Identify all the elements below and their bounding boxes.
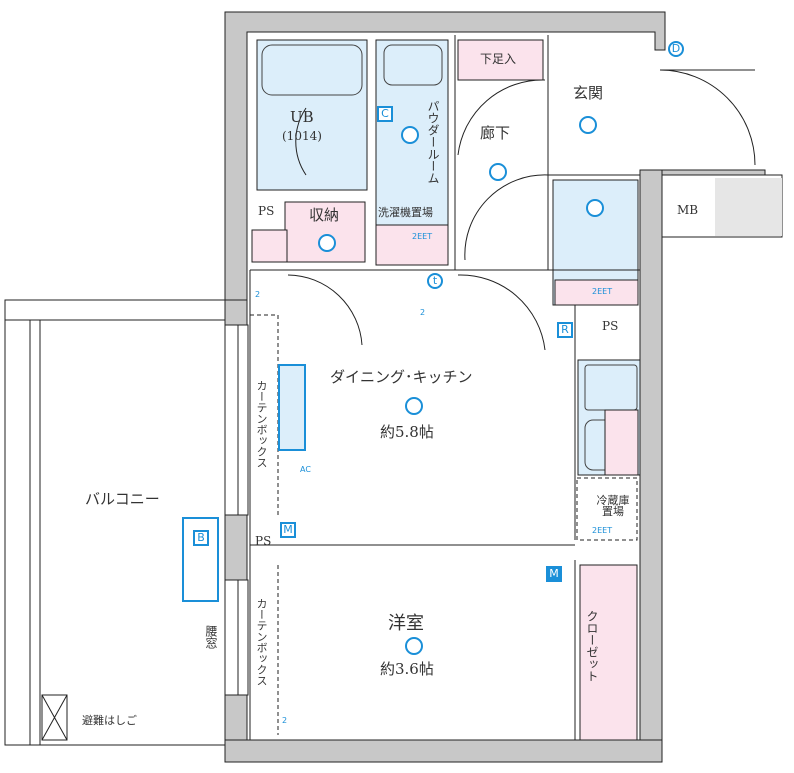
outlet-label: 2EET: [592, 526, 613, 535]
hallway-label: 廊下: [480, 124, 511, 142]
storage-areas: [251, 39, 639, 741]
escape-ladder-label: 避難はしご: [82, 714, 137, 727]
fridge-label: 冷蔵庫置場: [596, 494, 630, 518]
curtain-box-upper-label: カーテンボックス: [255, 380, 268, 468]
balcony-label: バルコニー: [85, 490, 160, 508]
dining-kitchen-size: 約5.8帖: [380, 423, 434, 441]
outlet-label: 2EET: [592, 287, 613, 296]
outlet-count: 2: [420, 308, 426, 317]
c-symbol-icon: C: [377, 106, 393, 122]
powder-room-label: パウダールーム: [426, 100, 440, 184]
waist-window-label: 腰窓: [204, 625, 218, 649]
laundry-label: 洗濯機置場: [378, 206, 433, 219]
balcony-outline: [4, 299, 226, 746]
m-symbol-icon: M: [280, 522, 296, 538]
outlet-count: 2: [282, 716, 288, 725]
closet-label: クローゼット: [585, 610, 599, 682]
western-room-size: 約3.6帖: [380, 660, 434, 678]
b-symbol-icon: B: [193, 530, 209, 546]
shoe-cabinet-label: 下足入: [480, 52, 517, 66]
windows: [237, 324, 249, 696]
ps-right-label: PS: [602, 319, 619, 333]
mb-shade: [715, 178, 782, 236]
storage-label: 収納: [309, 206, 340, 224]
ub-size-label: (1014): [282, 129, 322, 143]
outlet-count: 2: [255, 290, 261, 299]
ps-middle-label: PS: [255, 534, 272, 548]
m-symbol-icon: M: [546, 566, 562, 582]
mb-label: MB: [677, 203, 699, 217]
western-room-label: 洋室: [388, 613, 424, 634]
ps-top-label: PS: [258, 204, 275, 218]
ub-label: UB: [290, 108, 314, 126]
d-symbol-icon: D: [668, 41, 684, 57]
aircon-label: AC: [300, 465, 311, 474]
r-symbol-icon: R: [557, 322, 573, 338]
entrance-label: 玄関: [573, 84, 604, 102]
dining-kitchen-label: ダイニング･キッチン: [330, 368, 473, 386]
thermostat-icon: t: [427, 273, 443, 289]
interior-walls: [249, 35, 756, 740]
lights: [182, 116, 604, 655]
curtain-box-lower-label: カーテンボックス: [255, 598, 268, 686]
outlet-label: 2EET: [412, 232, 433, 241]
walls: [224, 11, 766, 763]
